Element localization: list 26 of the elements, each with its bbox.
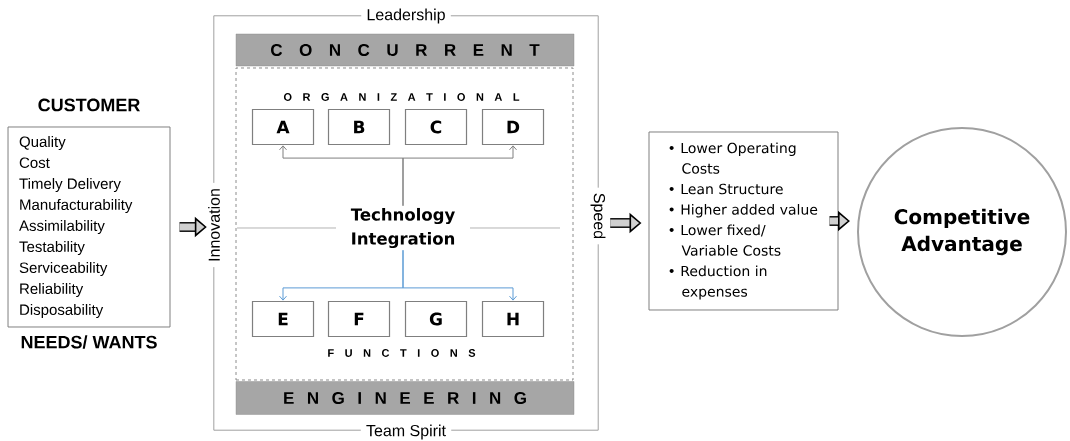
node-label: Disposability bbox=[20, 304, 104, 318]
arrow bbox=[402, 145, 517, 207]
node-label: Quality bbox=[19, 136, 66, 150]
letter-box: D bbox=[481, 108, 545, 146]
label: Technology Integration bbox=[336, 205, 470, 251]
heading: CUSTOMER bbox=[38, 98, 140, 112]
node-label: Serviceability bbox=[19, 262, 108, 276]
requirements-box: Quality Cost Timely Delivery Manufacturability Assimilability Testability Serviceability Reliability Disposability bbox=[7, 126, 171, 328]
letter-box: H bbox=[481, 300, 545, 338]
node-label: Testability bbox=[19, 241, 85, 255]
bullet-list-box: • Lower Operating Costs • Lean Structure • Higher added value • Lower fixed/ Variable Costs • Reduction in expenses bbox=[648, 131, 839, 311]
node-label: Timely Delivery bbox=[19, 178, 121, 192]
arrow bbox=[402, 249, 517, 301]
letter-box: F bbox=[327, 300, 391, 338]
letter-box: C bbox=[404, 108, 468, 146]
letter-box: B bbox=[327, 108, 391, 146]
banner: C O N C U R R E N T bbox=[235, 33, 575, 67]
node-label: Manufacturability bbox=[20, 199, 133, 213]
letter-box: A bbox=[251, 108, 315, 146]
banner: E N G I N E E R I N G bbox=[235, 381, 575, 415]
letter-box: G bbox=[404, 300, 468, 338]
node-label: Assimilability bbox=[19, 220, 105, 234]
node-label: NEEDS/ WANTS bbox=[21, 335, 157, 349]
node-label: Reliability bbox=[20, 283, 84, 297]
node-label: Cost bbox=[19, 157, 50, 169]
letter-box: E bbox=[251, 300, 315, 338]
